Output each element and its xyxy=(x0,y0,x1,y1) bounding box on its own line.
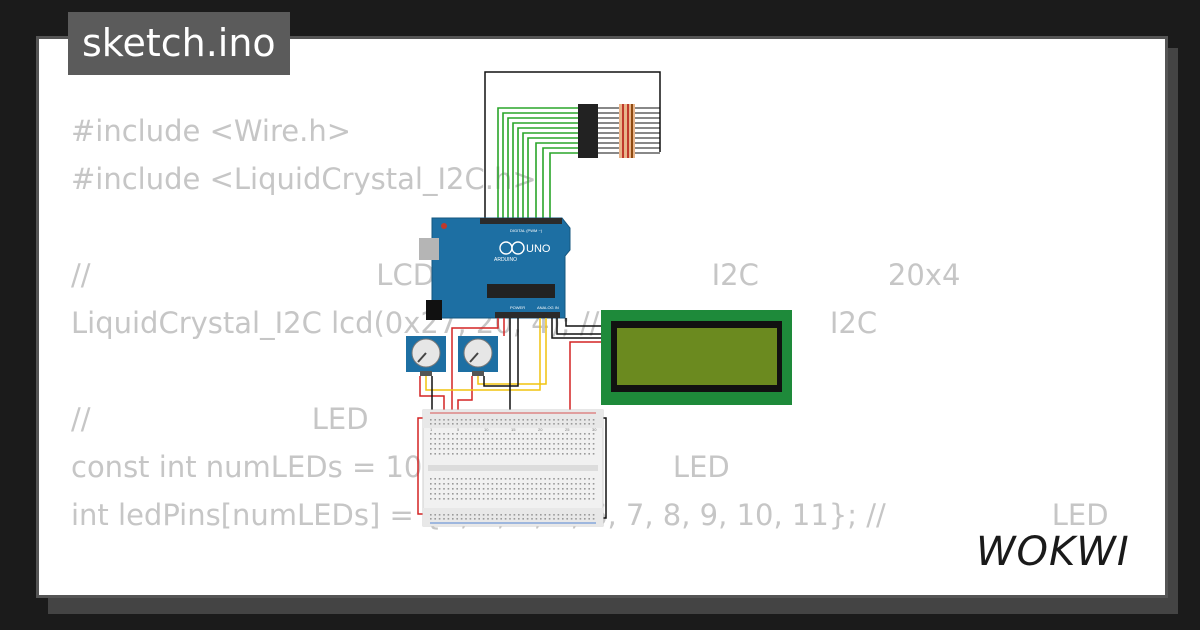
breadboard-column-label: 15 xyxy=(511,427,516,432)
code-line: const int numLEDs = 10; // LED xyxy=(71,450,730,484)
breadboard-column-label: 30 xyxy=(592,427,597,432)
code-line: LiquidCrystal_I2C lcd(0x27, 20, 4); // I… xyxy=(71,306,878,340)
code-line: #include <LiquidCrystal_I2C.h> xyxy=(71,162,537,196)
code-line: void setup() { xyxy=(71,587,1109,595)
usb-port xyxy=(419,238,439,260)
potentiometer-2[interactable] xyxy=(458,336,498,376)
analog-header xyxy=(495,312,560,318)
breadboard-column-label: 5 xyxy=(457,427,460,432)
arduino-uno-board[interactable]: UNO ARDUINO DIGITAL (PWM ~) POWER ANALOG… xyxy=(419,217,571,320)
lcd-display[interactable] xyxy=(601,310,792,405)
analog-header-label: ANALOG IN xyxy=(537,305,559,310)
digital-header xyxy=(480,218,562,224)
digital-header-label: DIGITAL (PWM ~) xyxy=(510,228,543,233)
power-header-label: POWER xyxy=(510,305,525,310)
wokwi-logo: WOKWI xyxy=(976,529,1130,575)
microcontroller-chip xyxy=(487,284,555,298)
ground-wire xyxy=(484,71,661,220)
circuit-wires xyxy=(417,318,607,519)
code-preview: #include <Wire.h> #include <LiquidCrystal… xyxy=(71,107,1109,595)
code-line: #include <Wire.h> xyxy=(71,114,352,148)
led-wires xyxy=(497,107,578,220)
board-logo-text: UNO xyxy=(526,243,551,255)
breadboard-column-label: 25 xyxy=(565,427,570,432)
code-line: // LCD I2C 20x4 xyxy=(71,258,961,292)
power-jack xyxy=(426,300,442,320)
breadboard-column-label: 1 xyxy=(430,427,433,432)
potentiometer-1[interactable] xyxy=(406,336,446,376)
code-line: // LED xyxy=(71,402,369,436)
breadboard-column-label: 10 xyxy=(484,427,489,432)
board-brand-text: ARDUINO xyxy=(494,257,517,263)
file-name-tab[interactable]: sketch.ino xyxy=(68,12,290,75)
led-bar-graph[interactable] xyxy=(578,104,660,158)
reset-button[interactable] xyxy=(441,223,447,229)
breadboard-column-label: 20 xyxy=(538,427,543,432)
